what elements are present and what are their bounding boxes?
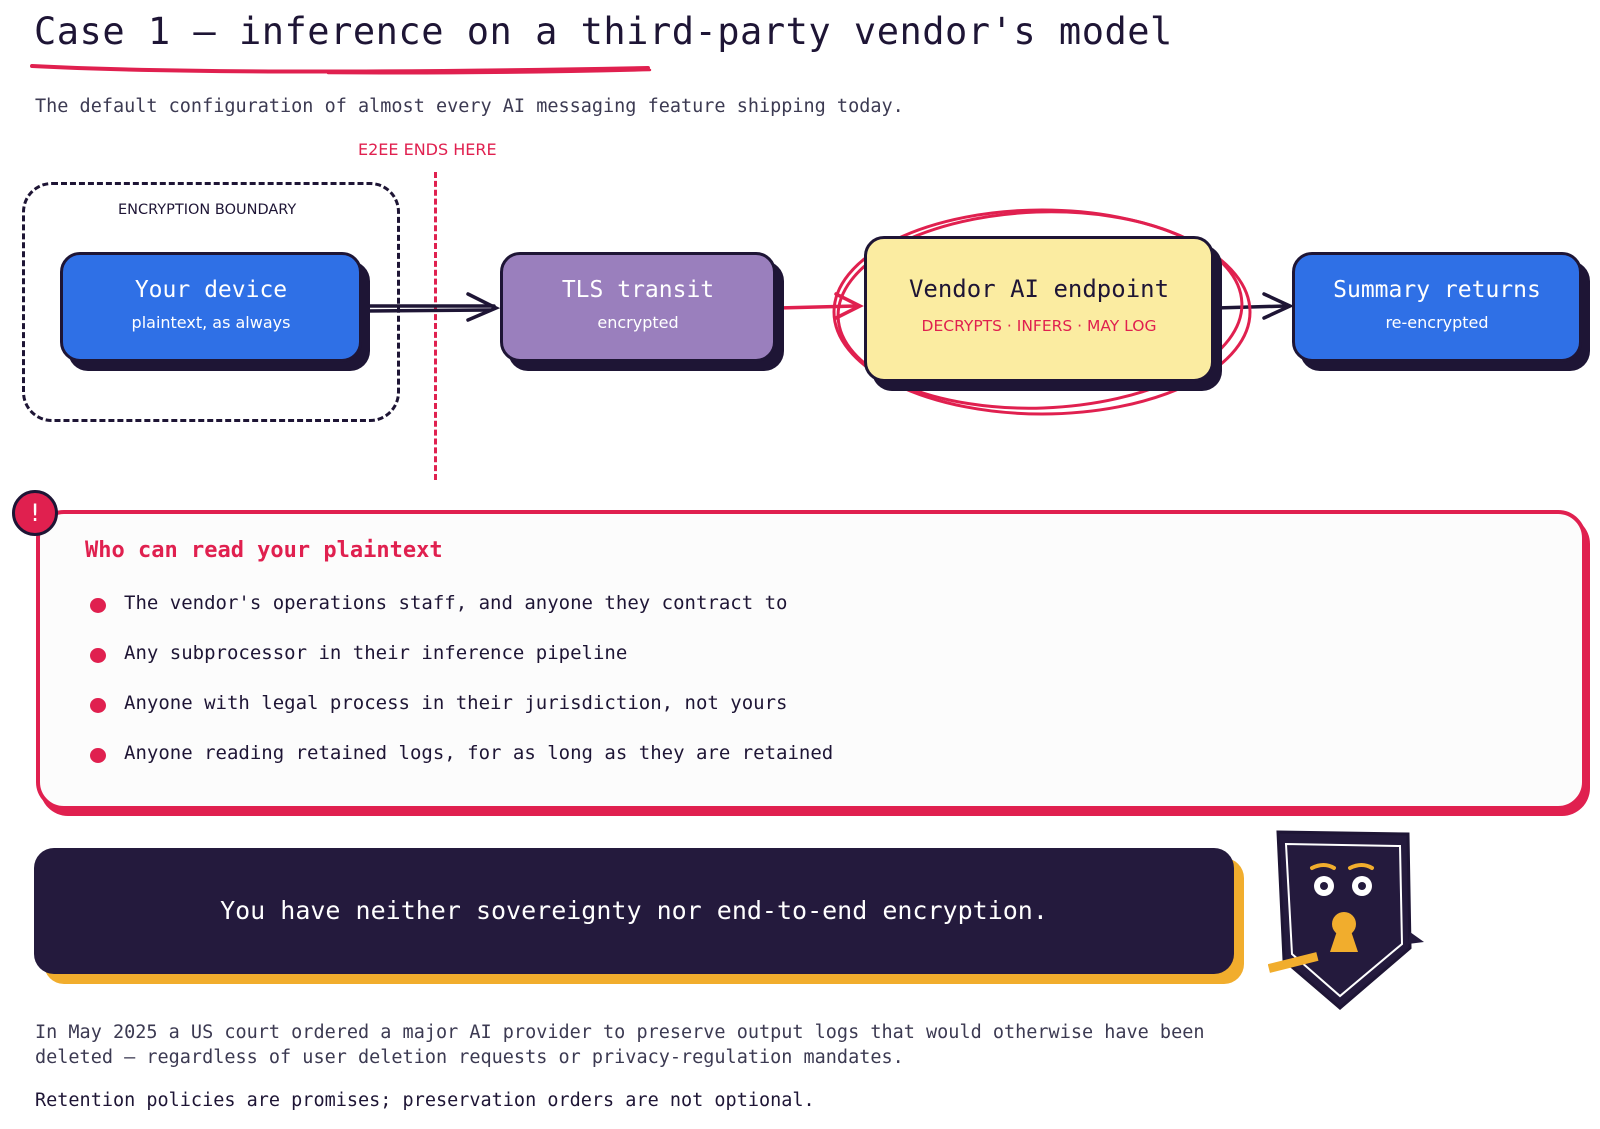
arrow-tls-to-vendor — [776, 292, 864, 320]
callout-heading: Who can read your plaintext — [85, 538, 443, 563]
node-summary-returns: Summary returns re-encrypted — [1292, 252, 1582, 362]
shield-keyhole-mascot-icon — [1268, 830, 1424, 1010]
list-item-text: Anyone reading retained logs, for as lon… — [124, 742, 834, 764]
list-item: Any subprocessor in their inference pipe… — [86, 640, 833, 690]
node-title: TLS transit — [561, 277, 715, 303]
list-item: Anyone with legal process in their juris… — [86, 690, 833, 740]
arrow-device-to-tls — [362, 292, 501, 322]
node-title: Vendor AI endpoint — [908, 275, 1170, 303]
flow-connectors — [362, 208, 1295, 416]
alert-badge-icon: ! — [12, 490, 58, 536]
list-item-text: Any subprocessor in their inference pipe… — [124, 642, 628, 664]
node-vendor-ai-endpoint: Vendor AI endpoint DECRYPTS · INFERS · M… — [864, 236, 1214, 382]
bullet-dot-icon — [90, 698, 106, 713]
bullet-dot-icon — [90, 748, 106, 763]
node-title: Your device — [134, 277, 288, 303]
encryption-boundary-label: ENCRYPTION BOUNDARY — [118, 202, 297, 218]
list-item-text: The vendor's operations staff, and anyon… — [124, 592, 788, 614]
court-order-footnote: In May 2025 a US court ordered a major A… — [35, 1022, 1205, 1068]
node-tls-transit: TLS transit encrypted — [500, 252, 776, 362]
node-subtitle: DECRYPTS · INFERS · MAY LOG — [921, 317, 1157, 335]
node-subtitle: re-encrypted — [1385, 313, 1489, 332]
plaintext-readers-list: The vendor's operations staff, and anyon… — [86, 590, 833, 790]
plaintext-readers-callout — [36, 510, 1586, 810]
node-title: Summary returns — [1333, 277, 1541, 303]
closing-statement: Retention policies are promises; preserv… — [35, 1090, 815, 1111]
verdict-text: You have neither sovereignty nor end-to-… — [220, 896, 1048, 925]
arrow-vendor-to-summary — [1214, 292, 1295, 320]
list-item: Anyone reading retained logs, for as lon… — [86, 740, 833, 790]
node-subtitle: encrypted — [597, 313, 679, 332]
list-item: The vendor's operations staff, and anyon… — [86, 590, 833, 640]
e2ee-ends-label: E2EE ENDS HERE — [358, 140, 497, 159]
encryption-boundary — [22, 182, 400, 422]
title-underline — [30, 64, 652, 75]
bullet-dot-icon — [90, 648, 106, 663]
page-title: Case 1 — inference on a third-party vend… — [34, 10, 1173, 53]
list-item-text: Anyone with legal process in their juris… — [124, 692, 788, 714]
bullet-dot-icon — [90, 598, 106, 613]
vendor-highlight-ring — [832, 208, 1252, 416]
verdict-banner: You have neither sovereignty nor end-to-… — [34, 848, 1234, 974]
page-subtitle: The default configuration of almost ever… — [35, 96, 904, 117]
node-subtitle: plaintext, as always — [131, 313, 291, 332]
node-your-device: Your device plaintext, as always — [60, 252, 362, 362]
e2ee-ends-line — [434, 172, 437, 480]
